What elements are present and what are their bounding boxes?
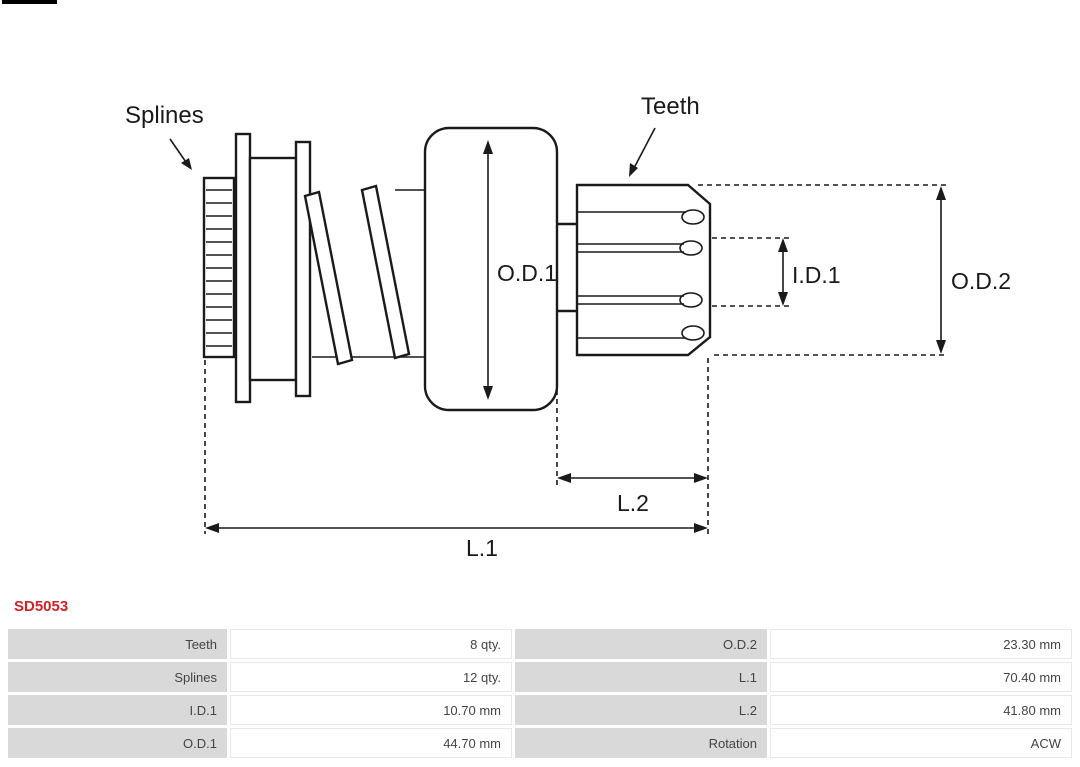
spec-value: 10.70 mm: [230, 695, 512, 725]
spec-value: 12 qty.: [230, 662, 512, 692]
dimension-l1: L.1: [204, 360, 708, 561]
spec-label: O.D.1: [8, 728, 227, 758]
spec-label: Teeth: [8, 629, 227, 659]
part-number: SD5053: [14, 598, 69, 615]
spec-label: L.2: [515, 695, 767, 725]
flange-discs-drawing: [234, 132, 312, 404]
dimension-l2: L.2: [556, 318, 709, 534]
drive-body-drawing: [202, 126, 712, 412]
splines-label: Splines: [125, 102, 204, 129]
pinion-gear-drawing: [575, 183, 712, 357]
splines-callout: Splines: [125, 102, 204, 170]
od2-dim-label: O.D.2: [951, 268, 1011, 294]
spec-label: O.D.2: [515, 629, 767, 659]
dimension-od1: O.D.1: [483, 140, 557, 400]
spec-value: 44.70 mm: [230, 728, 512, 758]
spec-value: 41.80 mm: [770, 695, 1072, 725]
pinion-shaft-drawing: [557, 222, 577, 313]
spec-label: Splines: [8, 662, 227, 692]
teeth-callout: Teeth: [629, 93, 700, 177]
drive-cylinder-drawing: [423, 126, 559, 412]
spec-value: ACW: [770, 728, 1072, 758]
starter-drive-diagram: Splines Teeth O.D.1 I.D.1: [125, 93, 1011, 561]
dimension-id1: I.D.1: [712, 237, 841, 307]
spec-label: Rotation: [515, 728, 767, 758]
spec-label: L.1: [515, 662, 767, 692]
teeth-label: Teeth: [641, 93, 700, 120]
spec-table: Teeth 8 qty. O.D.2 23.30 mm Splines 12 q…: [8, 629, 1072, 758]
dimension-od2: O.D.2: [698, 184, 1011, 356]
spec-value: 23.30 mm: [770, 629, 1072, 659]
id1-dim-label: I.D.1: [792, 262, 841, 288]
spec-value: 8 qty.: [230, 629, 512, 659]
spring-drawing: [303, 184, 425, 366]
splined-shaft-drawing: [202, 176, 236, 359]
page-top-left-artifact: [2, 0, 57, 4]
spec-value: 70.40 mm: [770, 662, 1072, 692]
l2-dim-label: L.2: [617, 490, 649, 516]
l1-dim-label: L.1: [466, 535, 498, 561]
od1-dim-label: O.D.1: [497, 260, 557, 286]
spec-label: I.D.1: [8, 695, 227, 725]
